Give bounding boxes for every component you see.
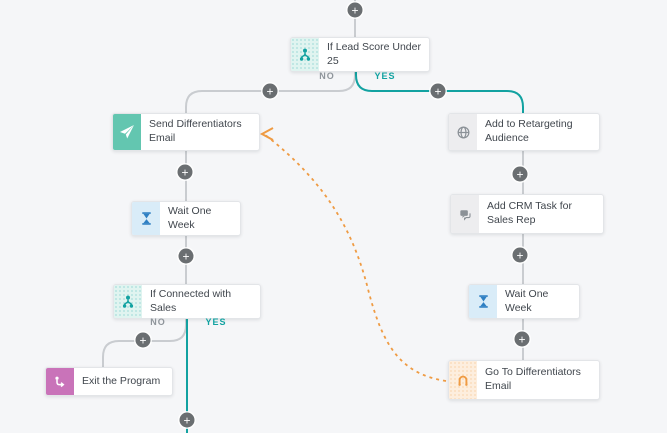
branch-label-yes: YES (374, 71, 396, 81)
node-label: Wait One Week (168, 205, 212, 231)
add-step-button[interactable]: + (179, 412, 195, 428)
node-label: Add to Retargeting Audience (485, 118, 573, 144)
node-add-crm-task[interactable]: Add CRM Task for Sales Rep (450, 194, 604, 234)
add-step-button[interactable]: + (177, 164, 193, 180)
add-step-button[interactable]: + (347, 2, 363, 18)
node-label: Send Differentiators Email (149, 118, 242, 144)
add-step-button[interactable]: + (178, 248, 194, 264)
node-label: Go To Differentiators Email (485, 366, 581, 392)
node-wait-one-week-right[interactable]: Wait One Week (468, 284, 580, 320)
node-label: If Connected with Sales (150, 288, 232, 314)
node-if-connected-with-sales[interactable]: If Connected with Sales (113, 284, 261, 320)
add-step-button[interactable]: + (512, 166, 528, 182)
add-step-button[interactable]: + (135, 332, 151, 348)
node-if-lead-score[interactable]: If Lead Score Under 25 (290, 37, 430, 73)
add-step-button[interactable]: + (262, 83, 278, 99)
node-add-to-retargeting-audience[interactable]: Add to Retargeting Audience (448, 113, 600, 151)
chat-task-icon (451, 195, 479, 233)
goto-icon (449, 361, 477, 399)
node-label: Exit the Program (82, 374, 161, 387)
globe-icon (449, 114, 477, 150)
goto-link-dashed (263, 133, 447, 382)
send-email-icon (113, 114, 141, 150)
goto-link-arrowhead (259, 127, 274, 141)
add-step-button[interactable]: + (512, 247, 528, 263)
hourglass-icon (469, 285, 497, 319)
branch-label-no: NO (319, 71, 335, 81)
add-step-button[interactable]: + (514, 331, 530, 347)
branch-icon (114, 285, 142, 319)
node-send-differentiators-email[interactable]: Send Differentiators Email (112, 113, 260, 151)
node-wait-one-week-left[interactable]: Wait One Week (131, 201, 241, 237)
node-label: If Lead Score Under 25 (327, 41, 421, 67)
node-exit-the-program[interactable]: Exit the Program (45, 367, 173, 396)
node-label: Wait One Week (505, 288, 549, 314)
branch-label-no: NO (150, 317, 166, 327)
branch-icon (291, 38, 319, 72)
exit-icon (46, 368, 74, 395)
hourglass-icon (132, 202, 160, 236)
branch-label-yes: YES (205, 317, 227, 327)
node-label: Add CRM Task for Sales Rep (487, 200, 572, 226)
node-goto-differentiators-email[interactable]: Go To Differentiators Email (448, 360, 600, 400)
add-step-button[interactable]: + (430, 83, 446, 99)
